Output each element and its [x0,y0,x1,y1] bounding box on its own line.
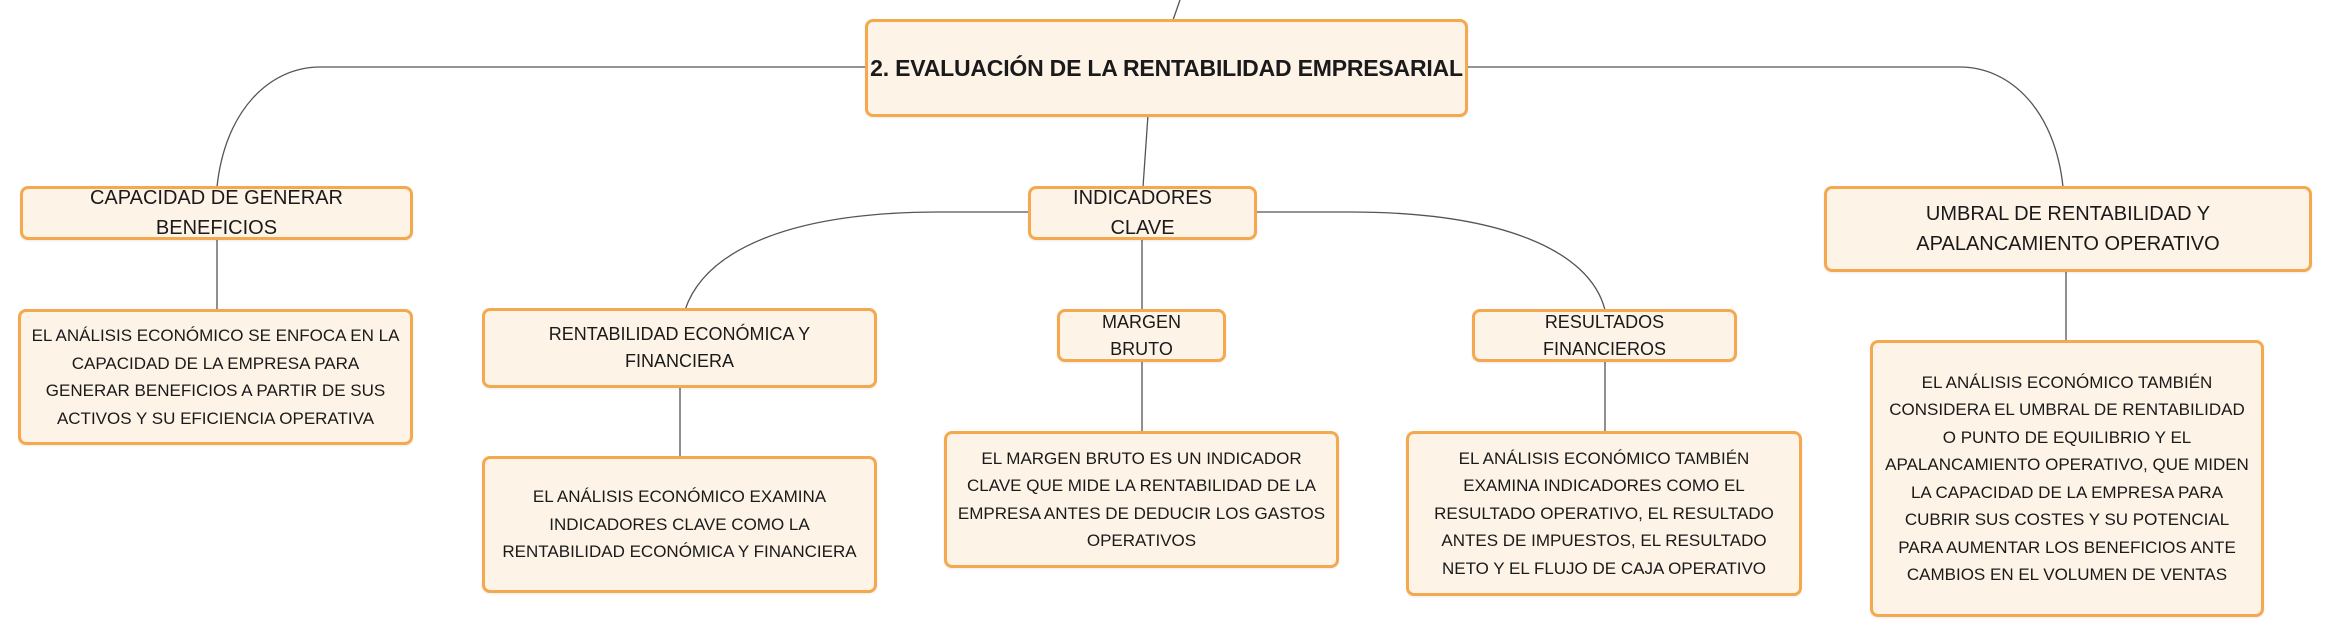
connector-indicadores-rentabilidad [684,211,1030,311]
node-capacidad-label: CAPACIDAD DE GENERAR BENEFICIOS [89,187,343,239]
node-capacidad[interactable]: CAPACIDAD DE GENERAR BENEFICIOS [20,186,413,240]
node-umbral[interactable]: UMBRAL DE RENTABILIDAD Y APALANCAMIENTO … [1824,186,2312,272]
node-margen[interactable]: MARGEN BRUTO [1057,309,1226,362]
node-margen-detail[interactable]: EL MARGEN BRUTO ES UN INDICADOR CLAVE QU… [944,431,1339,568]
node-margen-detail-text: EL MARGEN BRUTO ES UN INDICADOR CLAVE QU… [957,448,1326,551]
node-rentabilidad-label: RENTABILIDAD ECONÓMICA Y FINANCIERA [548,324,811,371]
node-resultados-label: RESULTADOS FINANCIEROS [1542,311,1666,359]
node-umbral-detail-text: EL ANÁLISIS ECONÓMICO TAMBIÉN CONSIDERA … [1885,372,2249,585]
node-rentabilidad-detail[interactable]: EL ANÁLISIS ECONÓMICO EXAMINA INDICADORE… [482,456,877,593]
node-umbral-detail[interactable]: EL ANÁLISIS ECONÓMICO TAMBIÉN CONSIDERA … [1870,340,2264,617]
node-capacidad-detail-text: EL ANÁLISIS ECONÓMICO SE ENFOCA EN LA CA… [31,326,400,428]
root-node[interactable]: 2. EVALUACIÓN DE LA RENTABILIDAD EMPRESA… [865,19,1468,117]
node-resultados-detail-text: EL ANÁLISIS ECONÓMICO TAMBIÉN EXAMINA IN… [1434,448,1774,578]
node-umbral-label: UMBRAL DE RENTABILIDAD Y APALANCAMIENTO … [1916,203,2220,255]
node-margen-label: MARGEN BRUTO [1101,311,1181,359]
connector-parent-root [1172,0,1181,21]
connector-root-indicadores [1142,114,1149,188]
connector-root-capacidad [216,66,868,188]
node-rentabilidad-detail-text: EL ANÁLISIS ECONÓMICO EXAMINA INDICADORE… [502,487,857,562]
node-indicadores[interactable]: INDICADORES CLAVE [1028,186,1257,240]
node-indicadores-label: INDICADORES CLAVE [1073,187,1212,239]
node-resultados[interactable]: RESULTADOS FINANCIEROS [1472,309,1737,362]
node-rentabilidad[interactable]: RENTABILIDAD ECONÓMICA Y FINANCIERA [482,308,877,388]
connector-indicadores-resultados [1255,211,1606,311]
root-label: 2. EVALUACIÓN DE LA RENTABILIDAD EMPRESA… [870,54,1463,81]
node-capacidad-detail[interactable]: EL ANÁLISIS ECONÓMICO SE ENFOCA EN LA CA… [18,309,413,445]
connector-root-umbral [1465,66,2064,188]
node-resultados-detail[interactable]: EL ANÁLISIS ECONÓMICO TAMBIÉN EXAMINA IN… [1406,431,1802,596]
